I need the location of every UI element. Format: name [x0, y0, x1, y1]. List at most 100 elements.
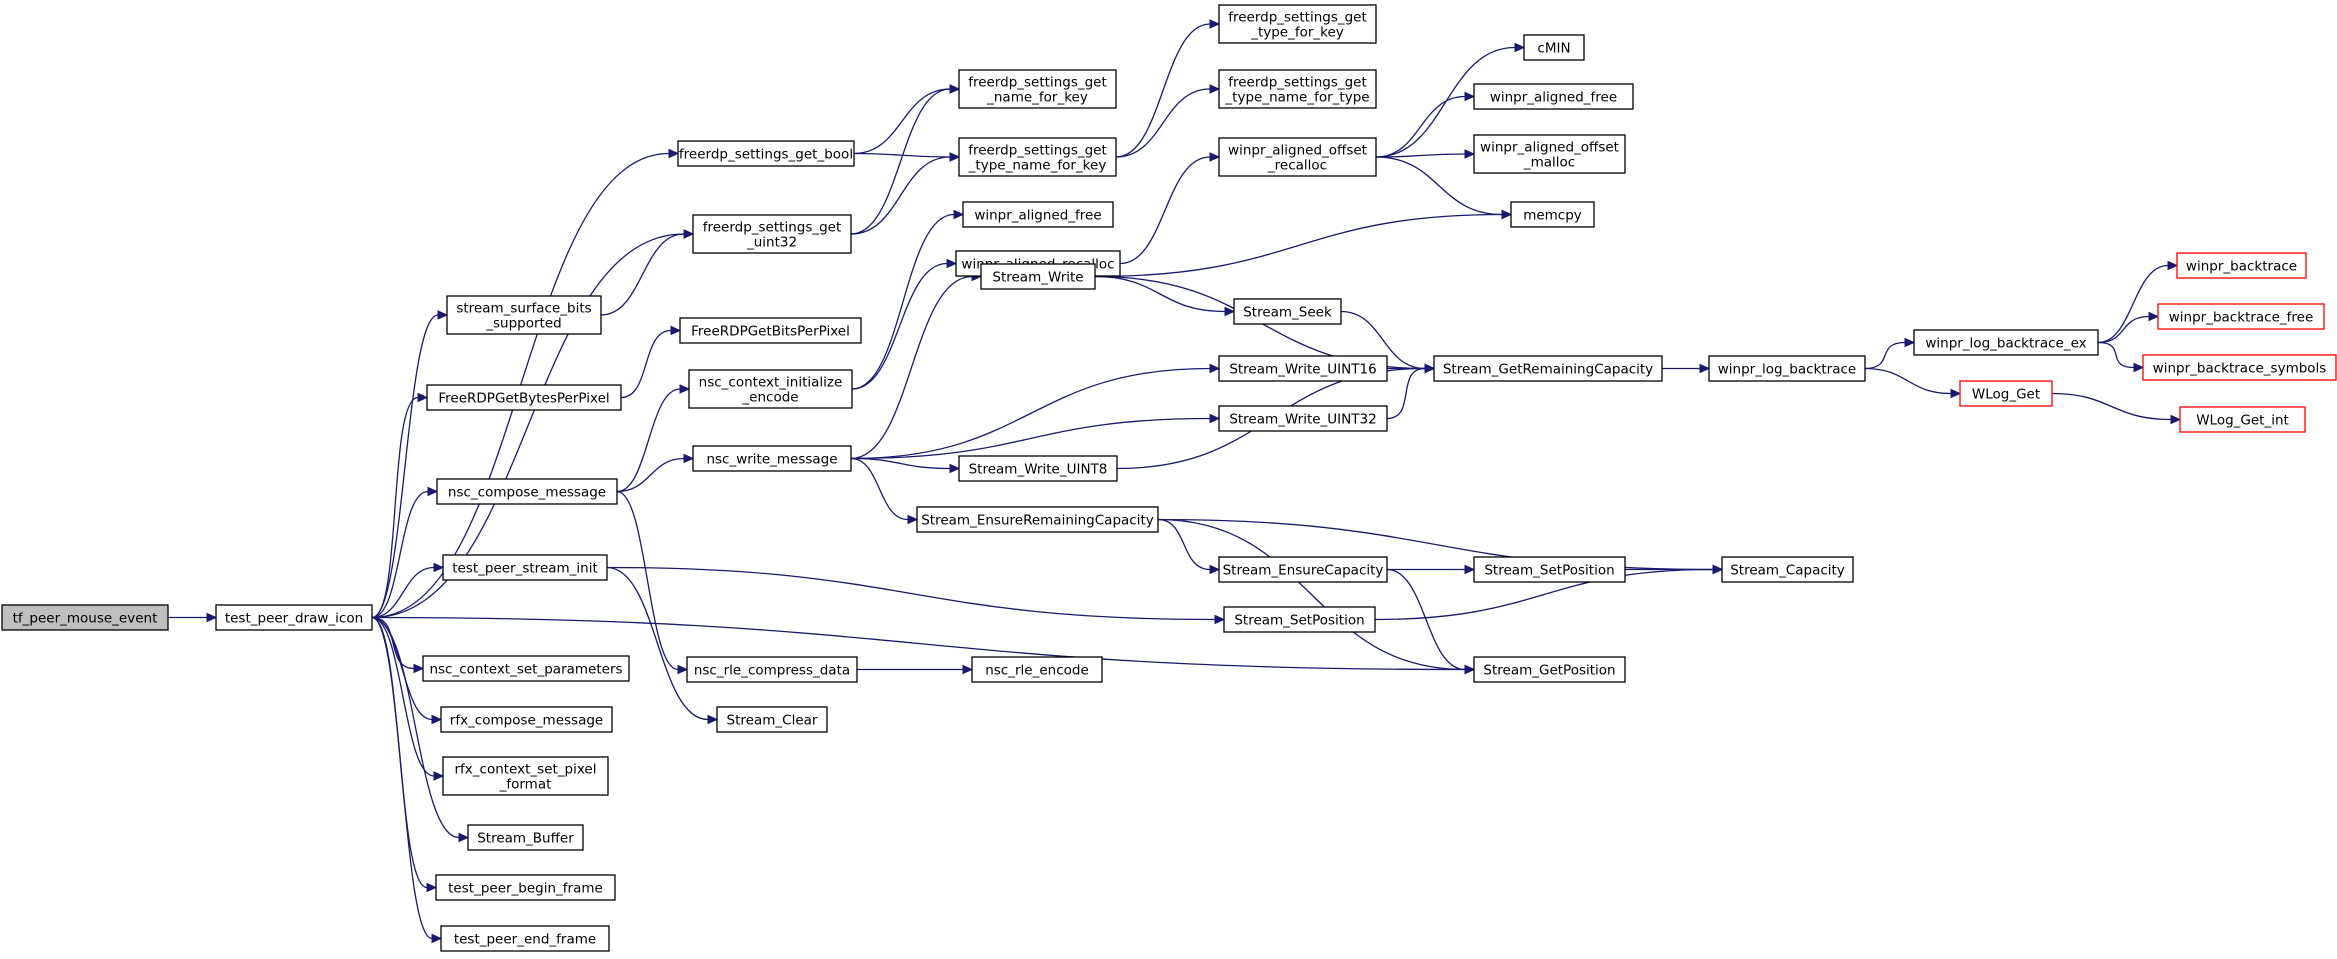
node-rfx-context-set-pixel-format[interactable]: rfx_context_set_pixel_format	[442, 756, 609, 796]
node-label: stream_surface_bits	[456, 301, 591, 317]
edge-n1-n6	[371, 486, 439, 619]
edge-n32-n39	[1386, 363, 1436, 420]
arrowhead-icon	[683, 229, 695, 239]
node-tf-peer-mouse-event[interactable]: tf_peer_mouse_event	[1, 604, 169, 631]
edge-n17-n23	[851, 209, 965, 390]
edge-n45-n49	[2051, 392, 2182, 425]
node-label: _malloc	[1523, 155, 1575, 171]
node-label: Stream_EnsureRemainingCapacity	[921, 513, 1154, 529]
node-box	[1959, 380, 2053, 407]
node-nsc-rle-compress-data[interactable]: nsc_rle_compress_data	[686, 656, 858, 683]
node-box	[2157, 303, 2325, 330]
node-test-peer-begin-frame[interactable]: test_peer_begin_frame	[435, 874, 616, 901]
node-stream-seek[interactable]: Stream_Seek	[1233, 298, 1342, 325]
node-box	[958, 69, 1117, 109]
node-label: freerdp_settings_get	[703, 220, 842, 236]
node-test-peer-draw-icon[interactable]: test_peer_draw_icon	[215, 604, 373, 631]
node-freerdpgetbitsperpixel[interactable]: FreeRDPGetBitsPerPixel	[679, 317, 862, 344]
node-stream-getremainingcapacity[interactable]: Stream_GetRemainingCapacity	[1433, 355, 1663, 382]
arrowhead-icon	[1424, 363, 1436, 374]
node-stream-ensureremainingcapacity[interactable]: Stream_EnsureRemainingCapacity	[916, 506, 1159, 533]
node-cmin[interactable]: cMIN	[1523, 34, 1585, 61]
node-label: winpr_aligned_free	[1490, 90, 1617, 106]
node-label: FreeRDPGetBitsPerPixel	[691, 324, 850, 340]
edge-n42-n44	[1864, 337, 1916, 370]
node-stream-capacity[interactable]: Stream_Capacity	[1721, 556, 1854, 583]
arrowhead-icon	[946, 258, 958, 269]
node-stream-clear[interactable]: Stream_Clear	[716, 706, 828, 733]
node-nsc-write-message[interactable]: nsc_write_message	[692, 445, 852, 472]
edge-line	[606, 566, 709, 721]
node-label: _uint32	[746, 235, 797, 251]
node-box	[2179, 406, 2306, 433]
node-box	[1473, 556, 1626, 583]
edge-n29-n35	[1375, 42, 1526, 158]
node-box	[2176, 252, 2307, 279]
node-winpr-aligned-free[interactable]: winpr_aligned_free	[1473, 83, 1634, 110]
node-box	[971, 656, 1103, 683]
node-label: Stream_Write_UINT16	[1229, 362, 1376, 378]
node-stream-getposition[interactable]: Stream_GetPosition	[1473, 656, 1626, 683]
node-rfx-compose-message[interactable]: rfx_compose_message	[440, 706, 613, 733]
arrowhead-icon	[1214, 614, 1226, 625]
node-label: test_peer_end_frame	[454, 932, 596, 948]
node-box	[442, 756, 609, 796]
node-winpr-log-backtrace[interactable]: winpr_log_backtrace	[1708, 355, 1866, 382]
node-nsc-rle-encode[interactable]: nsc_rle_encode	[971, 656, 1103, 683]
node-box	[958, 137, 1117, 177]
node-freerdp-settings-get-bool[interactable]: freerdp_settings_get_bool	[677, 140, 855, 167]
node-freerdp-settings-get-uint32[interactable]: freerdp_settings_get_uint32	[692, 214, 852, 254]
edge-line	[2097, 341, 2135, 369]
node-box	[679, 317, 862, 344]
node-winpr-log-backtrace-ex[interactable]: winpr_log_backtrace_ex	[1913, 329, 2099, 356]
node-box	[215, 604, 373, 631]
node-label: nsc_write_message	[706, 452, 837, 468]
node-winpr-backtrace[interactable]: winpr_backtrace	[2176, 252, 2307, 279]
node-freerdpgetbytesperpixel[interactable]: FreeRDPGetBytesPerPixel	[426, 384, 622, 411]
node-test-peer-stream-init[interactable]: test_peer_stream_init	[442, 554, 608, 581]
edge-line	[371, 616, 435, 777]
edge-n6-n18	[616, 453, 695, 493]
edge-n3-n15	[850, 152, 961, 235]
node-nsc-compose-message[interactable]: nsc_compose_message	[436, 478, 618, 505]
node-nsc-context-initialize-encode[interactable]: nsc_context_initialize_encode	[688, 369, 853, 409]
edge-n19-n28	[856, 664, 974, 675]
node-winpr-backtrace-symbols[interactable]: winpr_backtrace_symbols	[2142, 354, 2337, 381]
node-stream-surface-bits-supported[interactable]: stream_surface_bits_supported	[446, 295, 602, 335]
node-freerdp-settings-get-type-for-key[interactable]: freerdp_settings_get_type_for_key	[1218, 4, 1377, 44]
node-box	[716, 706, 828, 733]
node-stream-write-uint16[interactable]: Stream_Write_UINT16	[1218, 355, 1388, 382]
node-stream-setposition[interactable]: Stream_SetPosition	[1473, 556, 1626, 583]
node-stream-buffer[interactable]: Stream_Buffer	[467, 824, 584, 851]
node-winpr-backtrace-free[interactable]: winpr_backtrace_free	[2157, 303, 2325, 330]
node-freerdp-settings-get-name-for-key[interactable]: freerdp_settings_get_name_for_key	[958, 69, 1117, 109]
edge-n18-n26	[850, 457, 961, 474]
node-box	[1218, 4, 1377, 44]
node-wlog-get[interactable]: WLog_Get	[1959, 380, 2053, 407]
node-label: Stream_SetPosition	[1484, 563, 1614, 579]
node-nsc-context-set-parameters[interactable]: nsc_context_set_parameters	[422, 655, 630, 682]
node-freerdp-settings-get-type-name-for-key[interactable]: freerdp_settings_get_type_name_for_key	[958, 137, 1117, 177]
node-stream-ensurecapacity[interactable]: Stream_EnsureCapacity	[1218, 556, 1388, 583]
edge-line	[1374, 568, 1714, 621]
node-winpr-aligned-offset-malloc[interactable]: winpr_aligned_offset_malloc	[1473, 134, 1626, 174]
node-stream-write[interactable]: Stream_Write	[980, 263, 1096, 290]
node-box	[1510, 201, 1595, 228]
edge-n33-n34	[1387, 564, 1476, 575]
node-winpr-aligned-offset-recalloc[interactable]: winpr_aligned_offset_recalloc	[1218, 137, 1377, 177]
node-stream-setposition[interactable]: Stream_SetPosition	[1223, 606, 1376, 633]
node-stream-write-uint32[interactable]: Stream_Write_UINT32	[1218, 405, 1388, 432]
node-box	[1218, 556, 1388, 583]
node-winpr-aligned-free[interactable]: winpr_aligned_free	[962, 201, 1114, 228]
node-test-peer-end-frame[interactable]: test_peer_end_frame	[440, 925, 610, 952]
edge-n39-n42	[1662, 363, 1711, 374]
node-memcpy[interactable]: memcpy	[1510, 201, 1595, 228]
node-stream-write-uint8[interactable]: Stream_Write_UINT8	[958, 455, 1118, 482]
edge-n15-n22	[1115, 84, 1221, 158]
edge-n6-n19	[616, 490, 689, 675]
node-freerdp-settings-get-type-name-for-type[interactable]: freerdp_settings_get_type_name_for_type	[1218, 69, 1377, 109]
node-wlog-get-int[interactable]: WLog_Get_int	[2179, 406, 2306, 433]
node-label: winpr_aligned_offset	[1480, 140, 1619, 156]
arrowhead-icon	[1950, 388, 1962, 399]
